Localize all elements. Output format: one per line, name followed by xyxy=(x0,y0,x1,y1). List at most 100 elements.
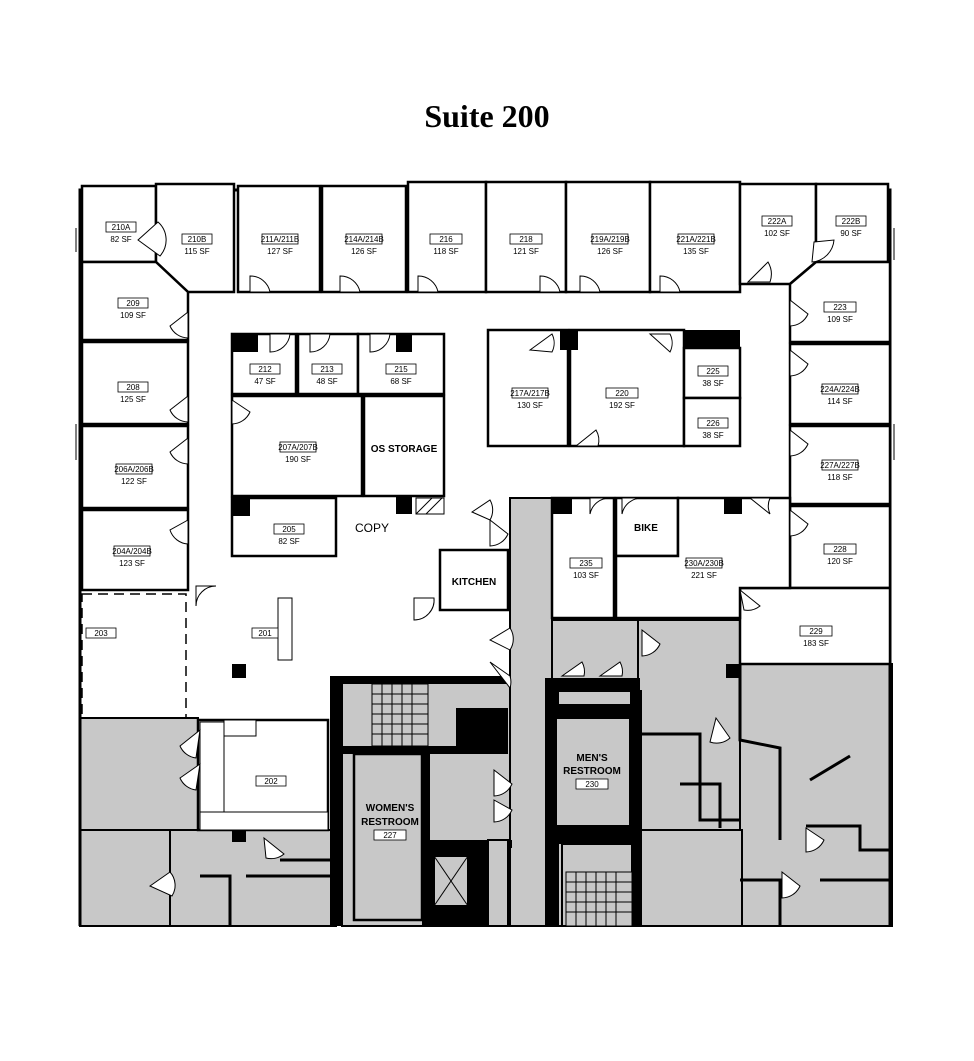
womens-restroom-label-1: WOMEN'S xyxy=(366,803,415,814)
room-id: 222B xyxy=(842,217,861,226)
room-id: 207A/207B xyxy=(278,443,318,452)
room-id: 201 xyxy=(258,629,272,638)
room-216: 216 118 SF xyxy=(429,233,463,256)
lower-left-area xyxy=(81,593,740,842)
room-210B: 210B 115 SF xyxy=(181,233,213,256)
room-235: 235 103 SF xyxy=(569,557,603,580)
room-id: 218 xyxy=(519,235,533,244)
room-id: 228 xyxy=(833,545,847,554)
room-id: 210B xyxy=(188,235,207,244)
room-227AB: 227A/227B 118 SF xyxy=(820,459,860,482)
core-walls xyxy=(330,676,642,927)
room-area: 68 SF xyxy=(390,377,411,386)
floor-plan-title: Suite 200 xyxy=(424,98,550,134)
room-218: 218 121 SF xyxy=(509,233,543,256)
room-220: 220 192 SF xyxy=(605,387,639,410)
womens-restroom-number: 227 xyxy=(383,831,397,840)
room-area: 126 SF xyxy=(351,247,377,256)
room-id: 217A/217B xyxy=(510,389,550,398)
room-area: 38 SF xyxy=(702,431,723,440)
room-area: 118 SF xyxy=(433,247,458,256)
os-storage-label: OS STORAGE xyxy=(371,444,438,455)
room-area: 123 SF xyxy=(119,559,145,568)
room-229: 229 183 SF xyxy=(799,625,833,648)
room-230AB: 230A/230B 221 SF xyxy=(684,557,724,580)
room-204: 204A/204B 123 SF xyxy=(112,545,152,568)
room-area: 48 SF xyxy=(316,377,337,386)
room-id: 223 xyxy=(833,303,847,312)
room-area: 102 SF xyxy=(764,229,790,238)
mens-restroom-label-1: MEN'S xyxy=(576,753,608,764)
room-225: 225 38 SF xyxy=(697,365,729,388)
room-area: 109 SF xyxy=(120,311,146,320)
room-id: 214A/214B xyxy=(344,235,384,244)
room-id: 206A/206B xyxy=(114,465,154,474)
room-219: 219A/219B 126 SF xyxy=(590,233,630,256)
room-202: 202 xyxy=(255,775,287,787)
room-id: 205 xyxy=(282,525,296,534)
room-id: 235 xyxy=(579,559,593,568)
room-222B: 222B 90 SF xyxy=(835,215,867,238)
kitchen-label: KITCHEN xyxy=(452,577,496,588)
room-id: 204A/204B xyxy=(112,547,152,556)
copy-label: COPY xyxy=(355,521,389,535)
mens-restroom-label-2: RESTROOM xyxy=(563,766,621,777)
room-id: 224A/224B xyxy=(820,385,860,394)
room-id: 227A/227B xyxy=(820,461,860,470)
room-area: 109 SF xyxy=(827,315,853,324)
room-area: 103 SF xyxy=(573,571,599,580)
room-214: 214A/214B 126 SF xyxy=(344,233,384,256)
room-213: 213 48 SF xyxy=(311,363,343,386)
room-id: 215 xyxy=(394,365,408,374)
room-area: 125 SF xyxy=(120,395,146,404)
door-swings xyxy=(137,221,835,899)
room-224: 224A/224B 114 SF xyxy=(820,383,860,406)
room-id: 208 xyxy=(126,383,140,392)
room-area: 82 SF xyxy=(278,537,299,546)
room-id: 225 xyxy=(706,367,720,376)
room-area: 192 SF xyxy=(609,401,635,410)
room-area: 135 SF xyxy=(683,247,709,256)
room-208: 208 125 SF xyxy=(117,381,149,404)
room-id: 229 xyxy=(809,627,823,636)
room-id: 212 xyxy=(258,365,272,374)
room-area: 114 SF xyxy=(827,397,852,406)
room-area: 122 SF xyxy=(121,477,147,486)
room-area: 115 SF xyxy=(184,247,209,256)
right-offices xyxy=(738,260,892,666)
room-area: 221 SF xyxy=(691,571,717,580)
room-id: 220 xyxy=(615,389,629,398)
room-area: 120 SF xyxy=(827,557,853,566)
room-211: 211A/211B 127 SF xyxy=(261,233,299,256)
room-id: 209 xyxy=(126,299,140,308)
room-id: 222A xyxy=(768,217,787,226)
room-area: 183 SF xyxy=(803,639,829,648)
room-id: 213 xyxy=(320,365,334,374)
womens-restroom-label-2: RESTROOM xyxy=(361,817,419,828)
room-area: 118 SF xyxy=(827,473,852,482)
room-217: 217A/217B 130 SF xyxy=(510,387,550,410)
grey-partitions xyxy=(200,664,890,926)
room-area: 47 SF xyxy=(254,377,275,386)
room-id: 219A/219B xyxy=(590,235,630,244)
room-215: 215 68 SF xyxy=(385,363,417,386)
room-area: 130 SF xyxy=(517,401,543,410)
bike-label: BIKE xyxy=(634,523,658,534)
room-228: 228 120 SF xyxy=(823,543,857,566)
room-221: 221A/221B 135 SF xyxy=(676,233,716,256)
room-area: 190 SF xyxy=(285,455,311,464)
room-id: 211A/211B xyxy=(261,235,299,244)
room-207: 207A/207B 190 SF xyxy=(278,441,318,464)
room-210A: 210A 82 SF xyxy=(105,221,137,244)
top-offices xyxy=(80,180,890,294)
room-area: 38 SF xyxy=(702,379,723,388)
room-id: 221A/221B xyxy=(676,235,716,244)
room-226: 226 38 SF xyxy=(697,417,729,440)
room-area: 82 SF xyxy=(110,235,131,244)
room-206: 206A/206B 122 SF xyxy=(114,463,154,486)
room-212: 212 47 SF xyxy=(249,363,281,386)
room-id: 210A xyxy=(112,223,131,232)
room-area: 90 SF xyxy=(840,229,861,238)
room-209: 209 109 SF xyxy=(117,297,149,320)
